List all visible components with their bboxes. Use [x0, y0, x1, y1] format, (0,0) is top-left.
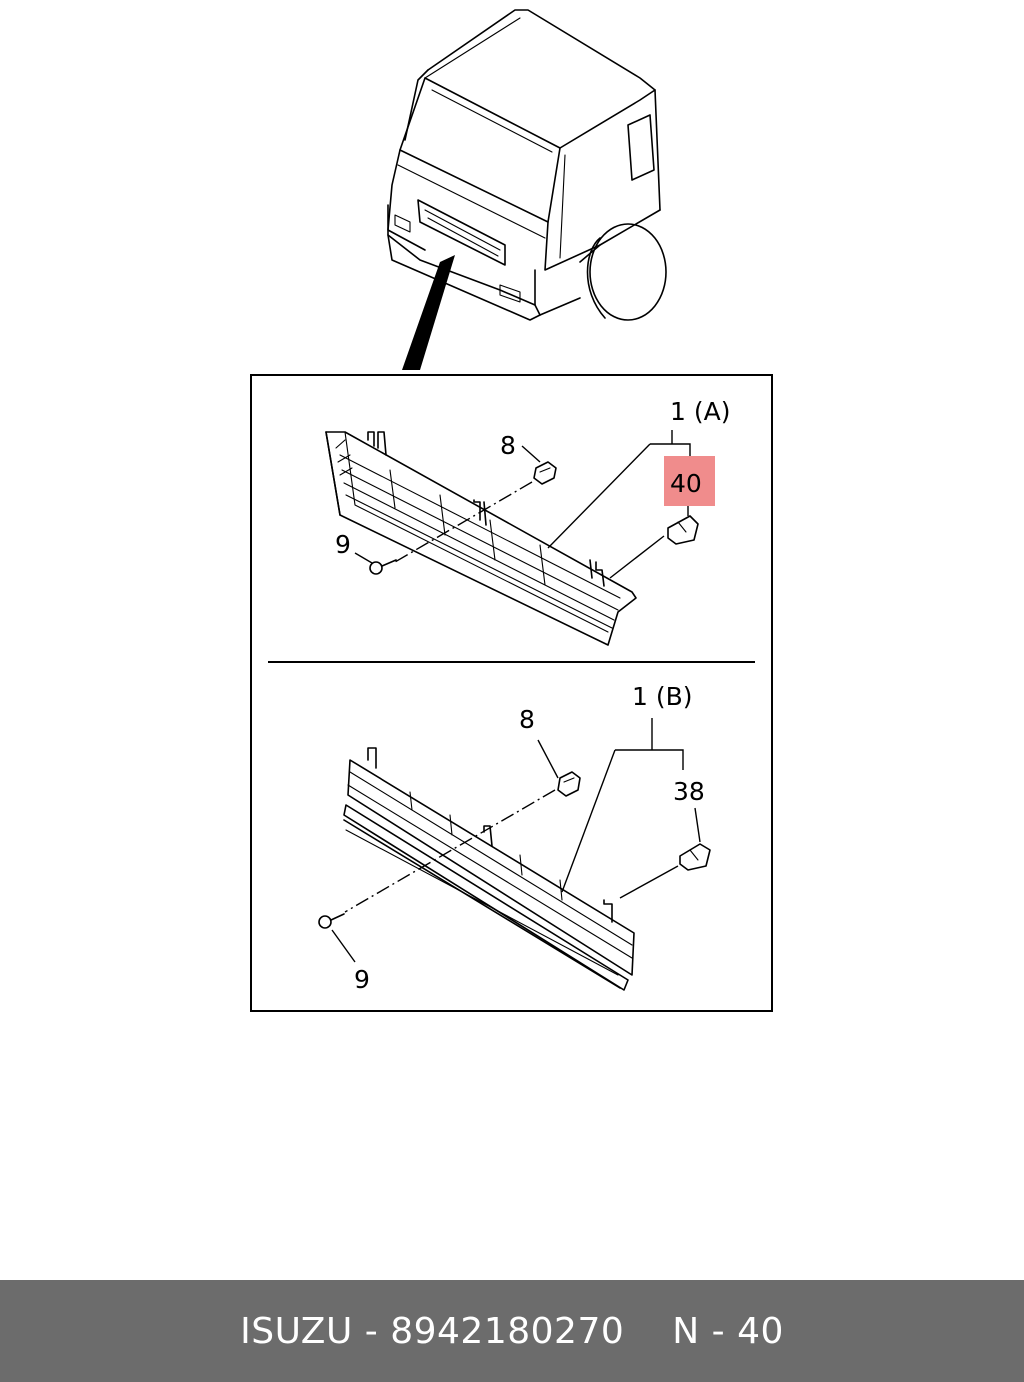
clip-8-b-illustration	[557, 771, 581, 797]
callout-8-a: 8	[500, 431, 516, 460]
highlight-box	[664, 456, 715, 506]
separator: -	[364, 1310, 379, 1352]
callout-1b: 1 (B)	[632, 682, 693, 711]
screw-9-a-illustration	[369, 559, 397, 575]
footer-bar: ISUZU - 8942180270 N - 40	[0, 1280, 1024, 1382]
callout-38: 38	[673, 777, 705, 806]
screw-9-b-illustration	[318, 913, 345, 929]
callout-1a: 1 (A)	[670, 397, 730, 426]
callout-9-b: 9	[354, 965, 370, 994]
detail-frame	[250, 374, 773, 1012]
grille-b-illustration	[343, 747, 635, 991]
brand-name: ISUZU	[240, 1310, 353, 1352]
page-label: N - 40	[672, 1310, 784, 1352]
callout-40: 40	[670, 469, 702, 498]
parts-diagram: 1 (A) 40 8 9 1 (B) 38 8 9	[250, 9, 773, 1012]
clip-8-a-illustration	[533, 461, 557, 485]
grille-a-illustration	[325, 431, 637, 646]
bracket-38-b-illustration	[679, 843, 711, 871]
callout-9-a: 9	[335, 530, 351, 559]
pointer-wedge	[402, 255, 455, 370]
bracket-40-a-illustration	[667, 515, 699, 545]
part-number: 8942180270	[390, 1310, 625, 1352]
callout-8-b: 8	[519, 705, 535, 734]
truck-cab-illustration	[387, 9, 667, 321]
